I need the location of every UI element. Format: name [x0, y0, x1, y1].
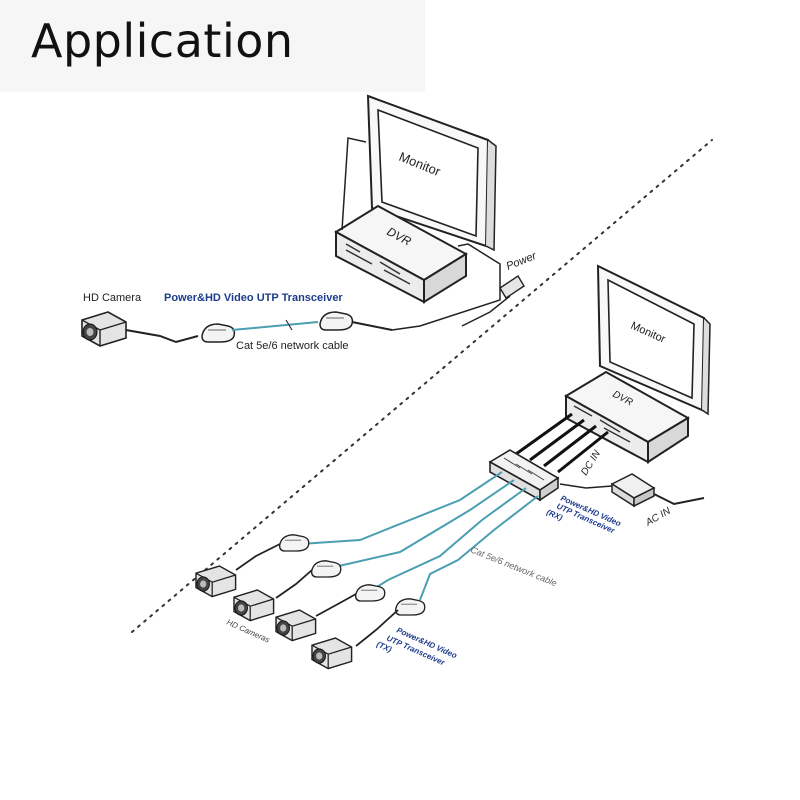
top-power-label: Power — [505, 249, 540, 272]
hd-camera — [311, 637, 353, 670]
dc-power-wire — [559, 483, 613, 489]
top-rx-transceiver — [319, 311, 354, 331]
top-video-wire — [341, 137, 367, 231]
top-dvr: DVR — [334, 204, 468, 304]
top-network-cable — [231, 321, 319, 331]
page-title: Application — [31, 14, 294, 68]
power-adapter — [610, 473, 656, 508]
tx-transceiver — [278, 534, 310, 552]
rx-transceiver-hub — [488, 449, 560, 502]
top-camera-label: HD Camera — [83, 292, 142, 304]
camera-cables — [235, 543, 399, 647]
top-monitor: Monitor — [366, 94, 497, 252]
tx-transceiver — [394, 598, 426, 616]
network-cables — [299, 471, 539, 601]
bottom-monitor: Monitor — [596, 264, 711, 416]
hd-camera — [195, 565, 237, 598]
hd-camera — [233, 589, 275, 622]
ac-power-wire — [653, 493, 705, 506]
top-camera-cable — [125, 329, 199, 344]
tx-transceiver — [354, 584, 386, 602]
top-transceiver-label: Power&HD Video UTP Transceiver — [164, 292, 343, 304]
ac-in-label: AC IN — [643, 505, 673, 529]
cameras-label: HD Cameras — [225, 618, 271, 645]
top-tx-transceiver — [201, 323, 236, 343]
top-power-adapter — [499, 275, 525, 299]
rx-output-cables — [515, 412, 609, 474]
tx-transceiver — [310, 560, 342, 578]
top-power-wire — [391, 243, 501, 331]
top-camera — [81, 311, 127, 347]
title-banner — [0, 0, 425, 92]
bottom-cable-label: Cat 5e/6 network cable — [469, 545, 558, 589]
top-cable-label: Cat 5e/6 network cable — [236, 340, 349, 352]
hd-camera — [275, 609, 317, 642]
section-divider — [131, 139, 713, 633]
bottom-dvr: DVR — [564, 370, 690, 464]
